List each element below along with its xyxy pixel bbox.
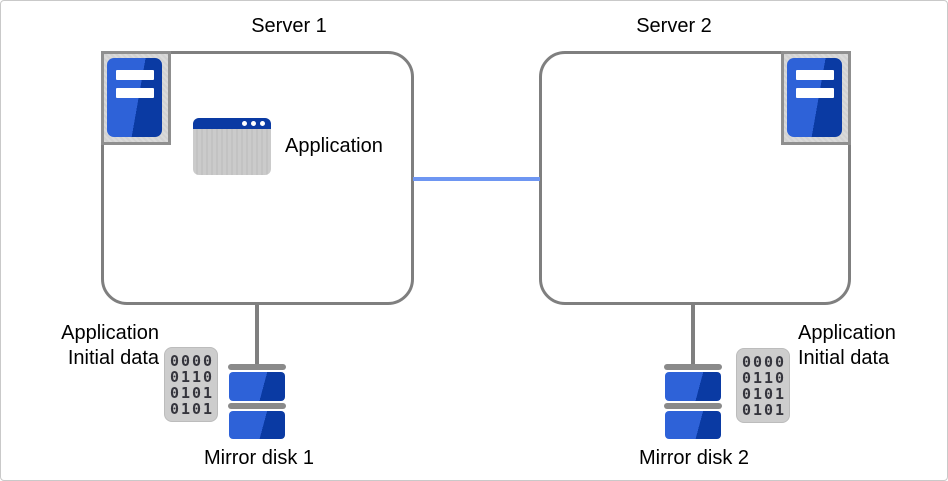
server-tower-shape — [107, 58, 162, 137]
mirror-disk1-label: Mirror disk 1 — [203, 447, 314, 469]
disk-cap — [228, 364, 286, 370]
server-slot-bar — [116, 88, 154, 98]
window-dot-icon — [242, 121, 247, 126]
application-label: Application — [285, 135, 383, 157]
disk-platter — [229, 411, 285, 439]
disk1-connector-line — [255, 302, 259, 365]
server2-icon — [781, 51, 851, 145]
window-dot-icon — [260, 121, 265, 126]
mirror-disk2-label: Mirror disk 2 — [638, 447, 749, 469]
initial-data-label-line2: Initial data — [798, 347, 890, 369]
window-dot-icon — [251, 121, 256, 126]
mirror-disk1-icon — [228, 364, 286, 441]
binary-row: 0101 — [169, 384, 215, 402]
server1-icon — [101, 51, 171, 145]
disk-platter — [229, 372, 285, 401]
binary-row: 0000 — [169, 352, 215, 370]
initial-data-label-line1: Application — [61, 322, 159, 344]
disk2-connector-line — [691, 302, 695, 365]
network-link-line — [413, 177, 540, 181]
disk-cap — [664, 364, 722, 370]
disk-cap — [228, 403, 286, 409]
binary-row: 0000 — [741, 353, 787, 371]
binary-row: 0101 — [169, 400, 215, 418]
mirror-disk2-icon — [664, 364, 722, 441]
binary-row: 0110 — [741, 369, 787, 387]
initial-data-icon-2: 0000 0110 0101 0101 — [736, 348, 790, 423]
disk-platter — [665, 372, 721, 401]
window-titlebar — [193, 118, 271, 129]
server2-title: Server 2 — [636, 15, 712, 37]
initial-data-icon-1: 0000 0110 0101 0101 — [164, 347, 218, 422]
server1-title: Server 1 — [251, 15, 327, 37]
server-slot-bar — [116, 70, 154, 80]
server-slot-bar — [796, 70, 834, 80]
server-slot-bar — [796, 88, 834, 98]
server-tower-shape — [787, 58, 842, 137]
binary-row: 0101 — [741, 401, 787, 419]
binary-row: 0101 — [741, 385, 787, 403]
binary-row: 0110 — [169, 368, 215, 386]
disk-platter — [665, 411, 721, 439]
application-window-icon — [193, 118, 271, 175]
initial-data-label-line2: Initial data — [67, 347, 159, 369]
disk-cap — [664, 403, 722, 409]
initial-data-label-line1: Application — [798, 322, 896, 344]
